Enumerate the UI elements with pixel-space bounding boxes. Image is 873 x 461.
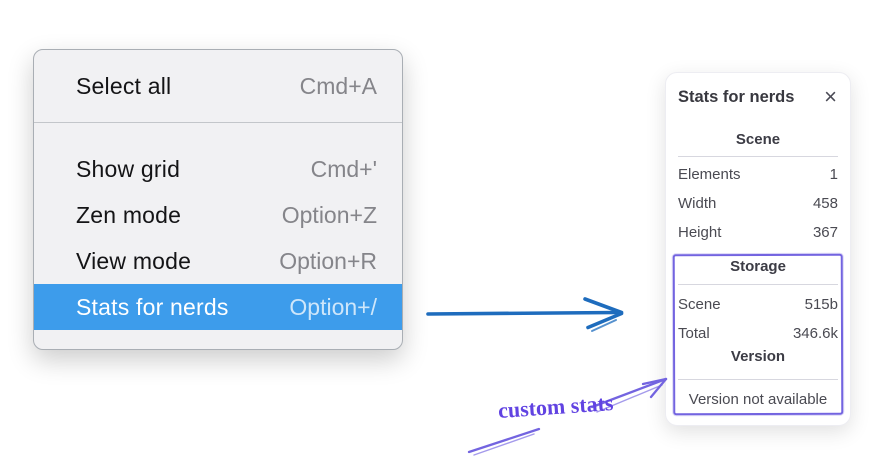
menu-item-label: Stats for nerds [76,293,229,320]
stat-value: 1 [829,166,838,183]
stats-panel: Stats for nerds × Scene Elements 1 Width… [665,72,851,426]
scene-section-heading: Scene [735,131,781,148]
stat-row-total-size: Total 346.6k [678,319,838,348]
stat-label: Height [678,224,722,241]
annotation-arrow [467,377,668,456]
menu-item-view-mode[interactable]: View mode Option+R [34,238,402,284]
stat-label: Elements [678,166,741,183]
menu-item-stats-for-nerds[interactable]: Stats for nerds Option+/ [34,284,402,330]
menu-item-label: Zen mode [76,201,182,228]
section-divider [678,379,838,380]
menu-item-select-all[interactable]: Select all Cmd+A [34,50,402,122]
stat-value: 346.6k [792,325,838,342]
menu-item-show-grid[interactable]: Show grid Cmd+' [34,146,402,192]
stats-panel-title: Stats for nerds [678,87,795,106]
stat-label: Total [678,325,710,342]
menu-item-shortcut: Cmd+A [299,72,377,99]
section-divider [678,156,838,157]
close-icon[interactable]: × [824,84,837,109]
storage-rows: Scene 515b Total 346.6k [678,290,838,348]
menu-item-label: View mode [76,247,192,274]
stat-value: 458 [812,195,838,212]
menu-section-top: Select all Cmd+A [34,50,402,122]
scene-rows: Elements 1 Width 458 Height 367 [678,160,838,247]
version-section-heading: Version [730,348,786,365]
version-note: Version not available [688,391,828,408]
storage-section-heading: Storage [730,258,786,275]
menu-separator [34,122,402,123]
menu-item-shortcut: Option+/ [289,293,377,320]
stat-label: Scene [678,296,721,313]
menu-item-label: Select all [76,72,172,99]
context-menu: Select all Cmd+A Show grid Cmd+' Zen mod… [33,49,403,350]
menu-item-shortcut: Option+R [279,247,377,274]
stat-value: 367 [812,224,838,241]
stat-row-height: Height 367 [678,218,838,247]
stats-panel-header: Stats for nerds × [678,83,838,111]
menu-item-zen-mode[interactable]: Zen mode Option+Z [34,192,402,238]
stat-row-width: Width 458 [678,189,838,218]
stat-row-elements: Elements 1 [678,160,838,189]
flow-arrow [426,297,624,332]
stat-value: 515b [804,296,838,313]
menu-item-shortcut: Cmd+' [310,155,377,182]
menu-item-label: Show grid [76,155,181,182]
section-divider [678,284,838,285]
stat-label: Width [678,195,717,212]
menu-section-bottom: Show grid Cmd+' Zen mode Option+Z View m… [34,123,402,330]
custom-stats-annotation: custom stats [497,390,615,423]
stat-row-scene-size: Scene 515b [678,290,838,319]
menu-item-shortcut: Option+Z [281,201,377,228]
